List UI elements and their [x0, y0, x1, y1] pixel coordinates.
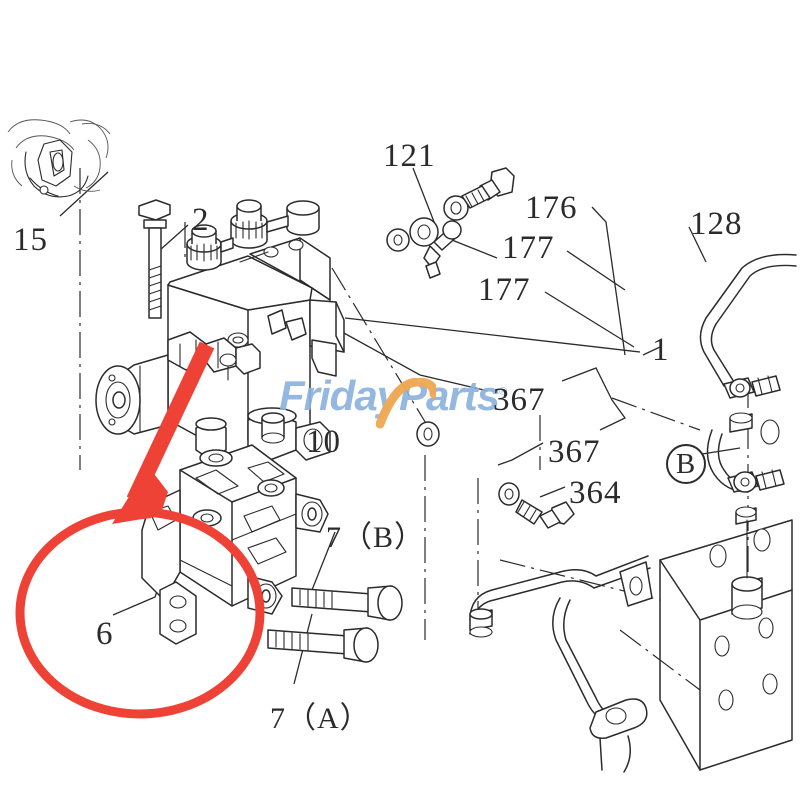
bolt-364	[515, 499, 575, 529]
annotation-arrow	[112, 341, 215, 524]
watermark-swoosh-icon	[376, 378, 436, 429]
callout-364: 364	[569, 475, 622, 511]
lower-fuel-lines	[469, 555, 653, 773]
washer-177-lower	[386, 228, 410, 252]
callout-2: 2	[192, 202, 210, 238]
annotation-circle	[15, 507, 265, 719]
rear-bracket-plate	[659, 519, 793, 771]
reference-marker-b: B	[666, 444, 706, 484]
washer-367-lower	[498, 482, 520, 506]
callout-1: 1	[652, 332, 670, 368]
callout-7b: 7（B）	[326, 521, 426, 554]
callout-128: 128	[690, 206, 743, 242]
watermark-registered-mark: ®	[499, 386, 507, 398]
washer-367	[416, 421, 440, 447]
part-15-fragment	[7, 119, 111, 198]
bolt-7B	[291, 585, 403, 621]
fuel-pipe-128	[699, 253, 797, 433]
callout-121: 121	[383, 138, 436, 174]
banjo-fitting-121	[409, 217, 462, 279]
callout-367: 367	[493, 382, 546, 418]
fitting-B	[706, 419, 785, 525]
bolt-176	[461, 167, 515, 209]
callout-177: 177	[478, 272, 531, 308]
callout-6: 6	[96, 616, 114, 652]
callout-367: 367	[548, 434, 601, 470]
callout-7a: 7（A）	[270, 702, 371, 735]
bush-10	[261, 412, 285, 444]
callout-176: 176	[525, 190, 578, 226]
bolt-2	[138, 199, 171, 319]
watermark-text-1: Friday	[279, 372, 400, 419]
callout-177: 177	[502, 230, 555, 266]
callout-10: 10	[306, 424, 341, 460]
washer-177-upper	[443, 195, 469, 221]
callout-15: 15	[13, 222, 48, 258]
bolt-7A	[267, 627, 379, 663]
